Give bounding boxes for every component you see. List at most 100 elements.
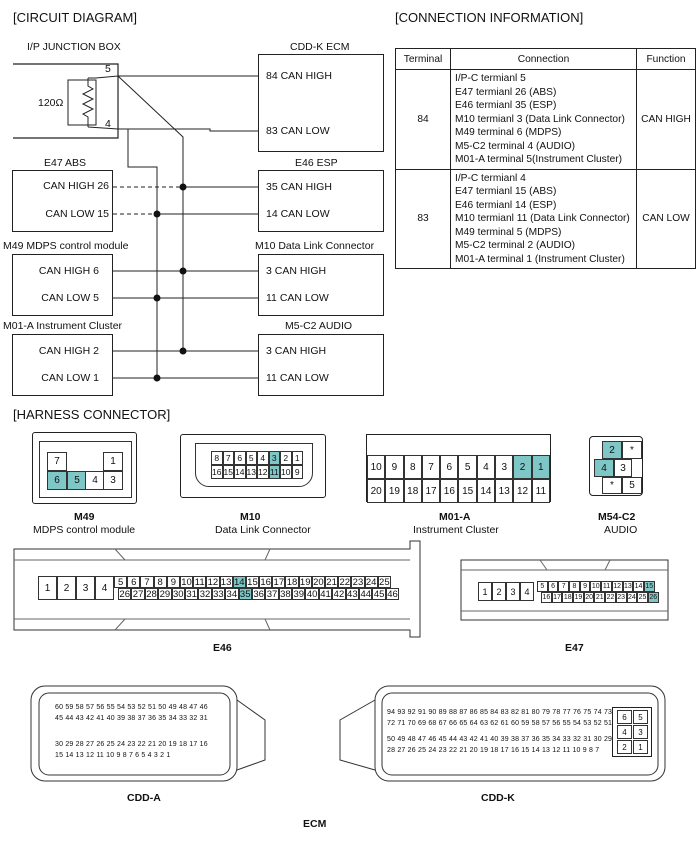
e46-pin: 15 <box>245 576 260 588</box>
m10-pin: 4 <box>257 451 269 465</box>
e46-pin: 42 <box>332 588 346 600</box>
e47-pin-highlighted: 15 <box>643 581 655 592</box>
connection-info-table: Terminal Connection Function 84 I/P-C te… <box>395 48 696 269</box>
m49-mdps-box: CAN HIGH 6 CAN LOW 5 <box>12 254 113 316</box>
m01-can-low: CAN LOW 1 <box>41 372 99 384</box>
m54c2-pin: 3 <box>614 459 632 477</box>
m01a-pin: 20 <box>367 479 386 503</box>
e46-pin: 43 <box>345 588 360 600</box>
connection-line: M01-A terminal 5(Instrument Cluster) <box>455 154 623 165</box>
m10-pin: 8 <box>211 451 223 465</box>
e47-pin: 4 <box>520 582 534 601</box>
m10-dlc-title: M10 Data Link Connector <box>255 240 375 252</box>
e46-pin: 22 <box>338 576 352 588</box>
cdd-a-row-4: 15 14 13 12 11 10 9 8 7 6 5 4 3 2 1 <box>55 752 171 759</box>
cdd-a-row-3: 30 29 28 27 26 25 24 23 22 21 20 19 18 1… <box>55 741 208 748</box>
connection-line: M5-C2 terminal 4 (AUDIO) <box>455 140 576 152</box>
header-function: Function <box>636 48 696 70</box>
e46-pin: 24 <box>364 576 378 588</box>
m54c2-pin-highlighted: 2 <box>602 441 622 459</box>
e46-pin: 34 <box>225 588 239 600</box>
connection-line: E46 termianl 14 (ESP) <box>455 199 557 211</box>
resistor-label: 120Ω <box>38 97 64 109</box>
connection-line: E47 termianl 26 (ABS) <box>455 86 557 98</box>
e46-pin: 40 <box>305 588 319 600</box>
m01a-pin: 13 <box>495 479 514 503</box>
m01a-pin: 18 <box>403 479 422 503</box>
e46-pin: 3 <box>76 576 95 600</box>
m49-pin: 7 <box>47 452 67 471</box>
e47-pin: 10 <box>590 581 602 592</box>
e46-pin: 45 <box>372 588 386 600</box>
connection-line: M5-C2 terminal 2 (AUDIO) <box>455 240 576 251</box>
m01a-pin: 3 <box>495 455 514 479</box>
e46-pin: 29 <box>158 588 172 600</box>
e46-esp-title: E46 ESP <box>295 157 338 169</box>
row-terminal: 83 <box>395 168 451 269</box>
e46-pin: 1 <box>38 576 57 600</box>
e46-pin: 12 <box>206 576 220 588</box>
e47-pin: 14 <box>633 581 644 592</box>
connection-line: M10 termianl 3 (Data Link Connector) <box>455 113 625 125</box>
row-connections: I/P-C termianl 4 E47 termianl 15 (ABS) E… <box>450 168 637 269</box>
m10-pin: 9 <box>291 465 303 479</box>
m54c2-connector: 2 * 4 3 * 5 <box>589 436 643 496</box>
e47-pin: 19 <box>573 592 584 603</box>
connection-line: I/P-C termianl 4 <box>455 172 526 184</box>
m49-pin: 1 <box>103 452 123 471</box>
m10-connector-face <box>195 443 313 487</box>
m49-connector: 7 1 6 5 4 3 <box>32 432 137 504</box>
e47-pin: 22 <box>605 592 616 603</box>
m54c2-code: M54-C2 <box>598 511 636 523</box>
e46-pin: 17 <box>272 576 286 588</box>
m10-pin: 16 <box>211 465 223 479</box>
e46-pin: 7 <box>140 576 154 588</box>
m01-can-high: CAN HIGH 2 <box>38 345 99 357</box>
e46-esp-box: 35 CAN HIGH 14 CAN LOW <box>258 170 384 232</box>
e46-pin: 2 <box>57 576 76 600</box>
e47-pin: 20 <box>583 592 595 603</box>
m01a-pin: 16 <box>440 479 459 503</box>
e46-pin: 5 <box>114 576 128 588</box>
m10-pin: 2 <box>280 451 292 465</box>
m01a-pin: 11 <box>531 479 550 503</box>
m01-cluster-box: CAN HIGH 2 CAN LOW 1 <box>12 334 113 396</box>
m01a-pin: 9 <box>385 455 404 479</box>
e46-pin-highlighted: 35 <box>238 588 252 600</box>
e46-pin: 10 <box>179 576 194 588</box>
cdd-k-row-4: 28 27 26 25 24 23 22 21 20 19 18 17 16 1… <box>387 747 600 754</box>
e46-pin: 25 <box>377 576 391 588</box>
cdd-k-row-1: 94 93 92 91 90 89 88 87 86 85 84 83 82 8… <box>387 709 613 716</box>
e46-pin: 32 <box>198 588 212 600</box>
m01a-pin-highlighted: 1 <box>531 455 550 479</box>
e46-pin: 20 <box>311 576 325 588</box>
m10-pin: 6 <box>234 451 246 465</box>
m01a-pin: 5 <box>458 455 477 479</box>
connection-line: M49 terminal 5 (MDPS) <box>455 226 562 238</box>
e46-pin: 30 <box>171 588 185 600</box>
e46-pin: 37 <box>265 588 279 600</box>
connection-line: I/P-C termianl 5 <box>455 73 526 84</box>
e47-can-low: CAN LOW 15 <box>45 208 109 220</box>
e47-abs-title: E47 ABS <box>44 157 87 169</box>
ecm-title: CDD-K ECM <box>290 41 350 53</box>
connection-line: M01-A terminal 1 (Instrument Cluster) <box>455 253 625 265</box>
e47-pin: 5 <box>537 581 548 592</box>
jb-pin-5: 5 <box>105 63 111 75</box>
table-header-row: Terminal Connection Function <box>395 48 696 70</box>
cdd-a-label: CDD-A <box>127 792 161 804</box>
e46-pin: 27 <box>131 588 145 600</box>
m01a-pin: 19 <box>385 479 404 503</box>
e47-pin: 18 <box>562 592 574 603</box>
m5c2-can-low: 11 CAN LOW <box>266 372 329 384</box>
row-connections: I/P-C termianl 5 E47 termianl 26 (ABS) E… <box>450 69 637 170</box>
m10-can-high: 3 CAN HIGH <box>266 265 327 277</box>
ecm-can-low: 83 CAN LOW <box>266 125 330 137</box>
m54c2-pin: 5 <box>622 477 642 494</box>
m10-pin: 14 <box>234 465 246 479</box>
